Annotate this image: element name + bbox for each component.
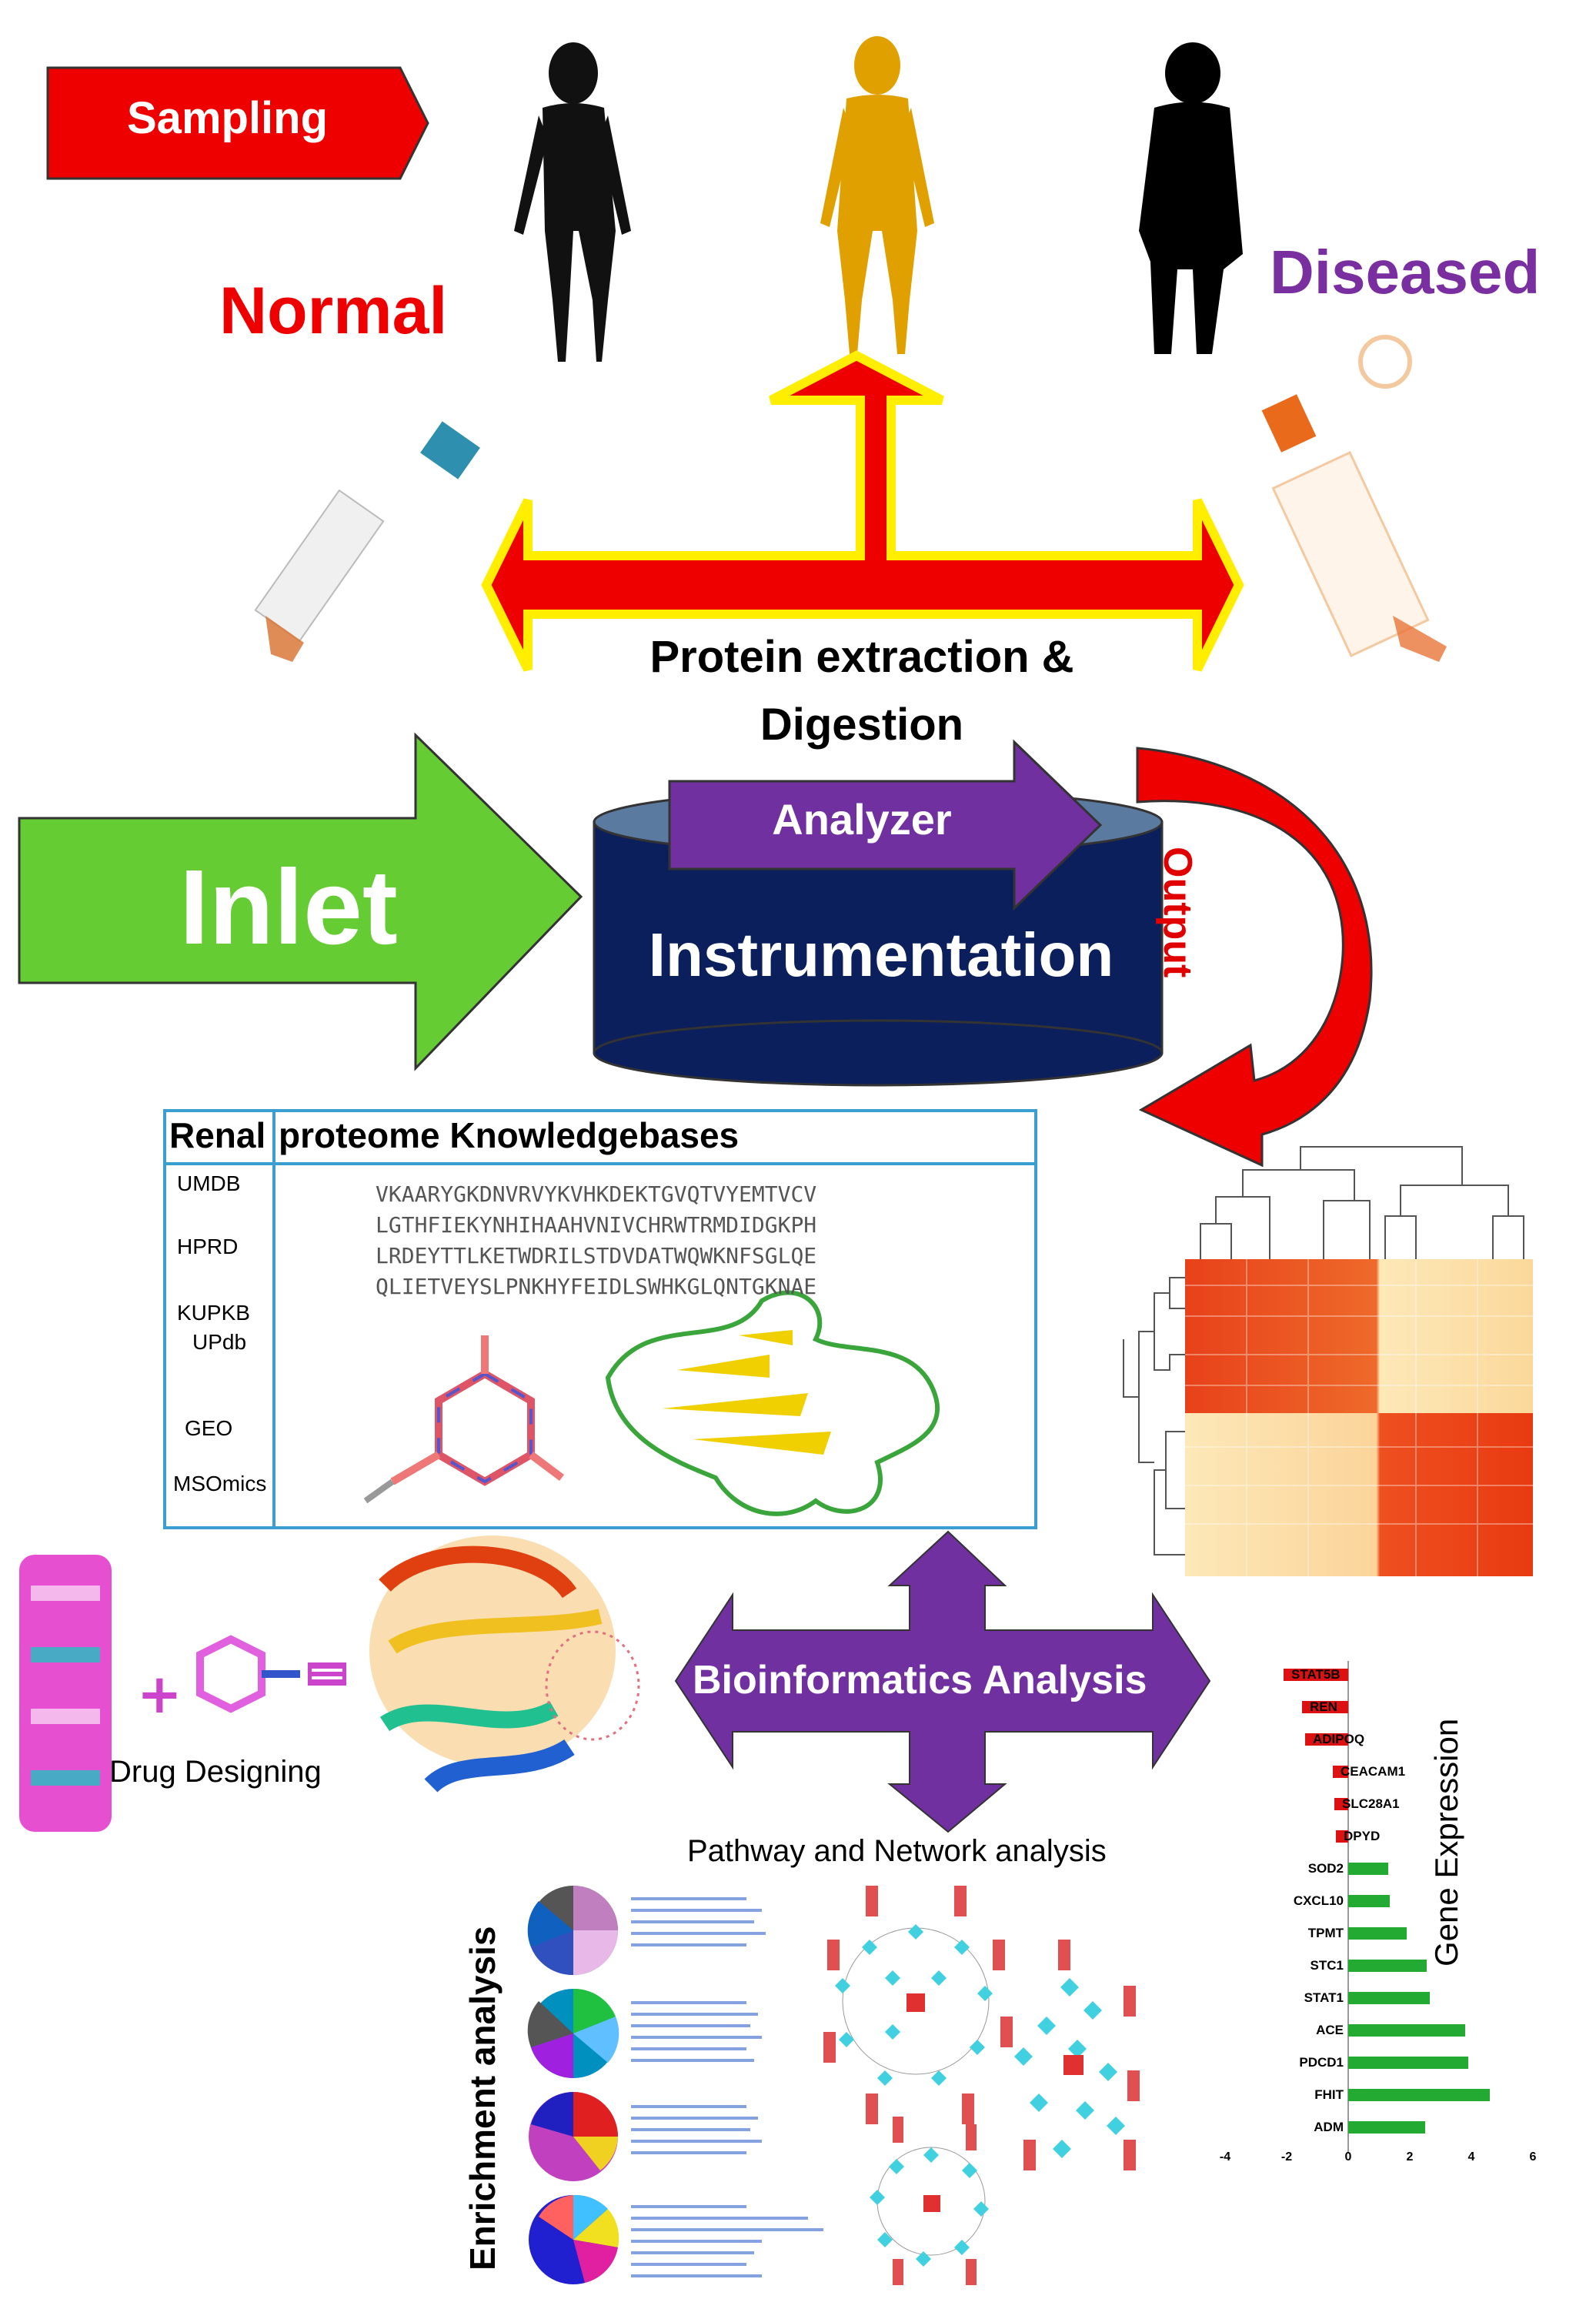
knowledgebase-item: MSOmics (173, 1472, 267, 1495)
gene-bar-adipoq (1305, 1733, 1348, 1746)
docked-complex-graphic (369, 1535, 640, 1793)
gene-bar-tpmt (1348, 1927, 1407, 1940)
drug-designing-graphic: + (19, 1555, 346, 1832)
knowledgebase-item: GEO (185, 1416, 233, 1440)
gene-label-adm: ADM (1314, 2120, 1344, 2134)
protein-sequence-line: LRDEYTTLKETWDRILSTDVDATWQWKNFSGLQE (376, 1243, 817, 1268)
gene-bar-ceacam1 (1333, 1766, 1348, 1778)
gene-expression-chart (1284, 1661, 1490, 2154)
analyzer-arrow (668, 739, 1103, 911)
drug-designing-label: Drug Designing (109, 1755, 322, 1789)
gene-bar-cxcl10 (1348, 1895, 1390, 1907)
protein-sequence-line: VKAARYGKDNVRVYKVHKDEKTGVQTVYEMTVCV (376, 1181, 817, 1207)
output-label: Output (1155, 847, 1200, 978)
gene-label-dpyd: DPYD (1344, 1829, 1381, 1843)
diseased-label: Diseased (1270, 238, 1541, 306)
gene-bar-stat5b (1284, 1669, 1348, 1681)
gene-label-stc1: STC1 (1310, 1958, 1344, 1973)
enrichment-label: Enrichment analysis (462, 1926, 503, 2271)
gene-label-sod2: SOD2 (1307, 1861, 1344, 1876)
x-tick-label: 4 (1467, 2150, 1475, 2164)
gene-label-cxcl10: CXCL10 (1293, 1893, 1344, 1908)
x-tick-label: 0 (1344, 2150, 1352, 2164)
bioinformatics-arrow (674, 1530, 1211, 1833)
gene-label-pdcd1: PDCD1 (1299, 2055, 1344, 2070)
pie-chart (527, 1886, 618, 1976)
protein-sequence-line: QLIETVEYSLPNKHYFEIDLSWHKGLQNTGKNAE (376, 1274, 817, 1299)
gene-bar-dpyd (1336, 1830, 1348, 1843)
knowledgebase-item: UMDB (177, 1171, 241, 1195)
knowledgebase-item: KUPKB (177, 1301, 250, 1325)
network-graph-2 (1014, 1940, 1140, 2170)
gene-bar-sod2 (1348, 1863, 1388, 1875)
normal-label: Normal (219, 274, 448, 348)
gene-bar-slc28a1 (1334, 1798, 1348, 1810)
pie-chart (529, 2092, 618, 2181)
gene-bar-ren (1302, 1701, 1348, 1713)
x-tick-label: 6 (1529, 2150, 1537, 2164)
knowledgebase-title: proteome Knowledgebases (279, 1115, 740, 1155)
knowledgebase-item: HPRD (177, 1235, 239, 1258)
sampling-label: Sampling (127, 93, 329, 143)
gene-label-stat5b: STAT5B (1291, 1667, 1341, 1682)
enrichment-pie-charts (527, 1886, 823, 2284)
gene-bar-pdcd1 (1348, 2057, 1468, 2069)
pathway-network-label: Pathway and Network analysis (687, 1834, 1107, 1868)
pie-chart (529, 2194, 619, 2284)
inlet-label: Inlet (179, 848, 398, 967)
gene-bar-adm (1348, 2121, 1425, 2134)
reference-human-figure (820, 36, 934, 354)
row-dendrogram (1123, 1277, 1185, 1555)
gene-label-ren: REN (1310, 1699, 1337, 1714)
heatmap (1123, 1146, 1533, 1576)
protein-extraction-arrow (481, 350, 1244, 672)
gene-label-stat1: STAT1 (1304, 1990, 1344, 2005)
protein-extraction-label: Protein extraction & Digestion (649, 632, 1074, 750)
gene-label-adipoq: ADIPOQ (1313, 1732, 1365, 1746)
knowledgebase-box (163, 1109, 1037, 1529)
sampling-arrow (46, 66, 429, 180)
column-dendrogram (1200, 1146, 1524, 1259)
gene-label-ace: ACE (1316, 2023, 1344, 2037)
inlet-arrow (18, 732, 583, 1071)
gene-label-slc28a1: SLC28A1 (1342, 1796, 1400, 1811)
knowledgebase-item: UPdb (192, 1330, 247, 1354)
pie-legends (631, 1897, 823, 2277)
network-graph-3 (870, 2117, 989, 2285)
x-tick-label: -2 (1280, 2150, 1293, 2164)
gene-bar-stat1 (1348, 1992, 1430, 2004)
normal-human-figure (514, 42, 631, 362)
knowledgebase-title-renal: Renal (169, 1115, 266, 1155)
normal-sample-tube (254, 421, 480, 662)
diseased-sample-tube (1261, 335, 1447, 662)
gene-label-tpmt: TPMT (1307, 1926, 1344, 1940)
instrumentation-label: Instrumentation (648, 921, 1114, 989)
gene-bar-fhit (1348, 2089, 1490, 2101)
x-tick-label: 2 (1406, 2150, 1414, 2164)
protein-sequence-line: LGTHFIEKYNHIHAAHVNIVCHRWTRMDIDGKPH (376, 1212, 817, 1238)
x-tick-label: -4 (1219, 2150, 1231, 2164)
gene-label-fhit: FHIT (1314, 2087, 1344, 2102)
bioinformatics-label: Bioinformatics Analysis (693, 1658, 1147, 1703)
output-arrow (1136, 747, 1373, 1168)
analyzer-label: Analyzer (772, 795, 952, 844)
network-graph-1 (823, 1886, 1013, 2124)
gene-bar-ace (1348, 2024, 1465, 2037)
gene-bar-stc1 (1348, 1960, 1427, 1972)
pie-chart (527, 1988, 619, 2078)
diseased-human-figure (1139, 42, 1243, 354)
small-molecule-structure (363, 1335, 564, 1504)
svg-text:+: + (137, 1662, 182, 1726)
protein-ribbon-structure (605, 1290, 940, 1516)
gene-label-ceacam1: CEACAM1 (1341, 1764, 1406, 1779)
